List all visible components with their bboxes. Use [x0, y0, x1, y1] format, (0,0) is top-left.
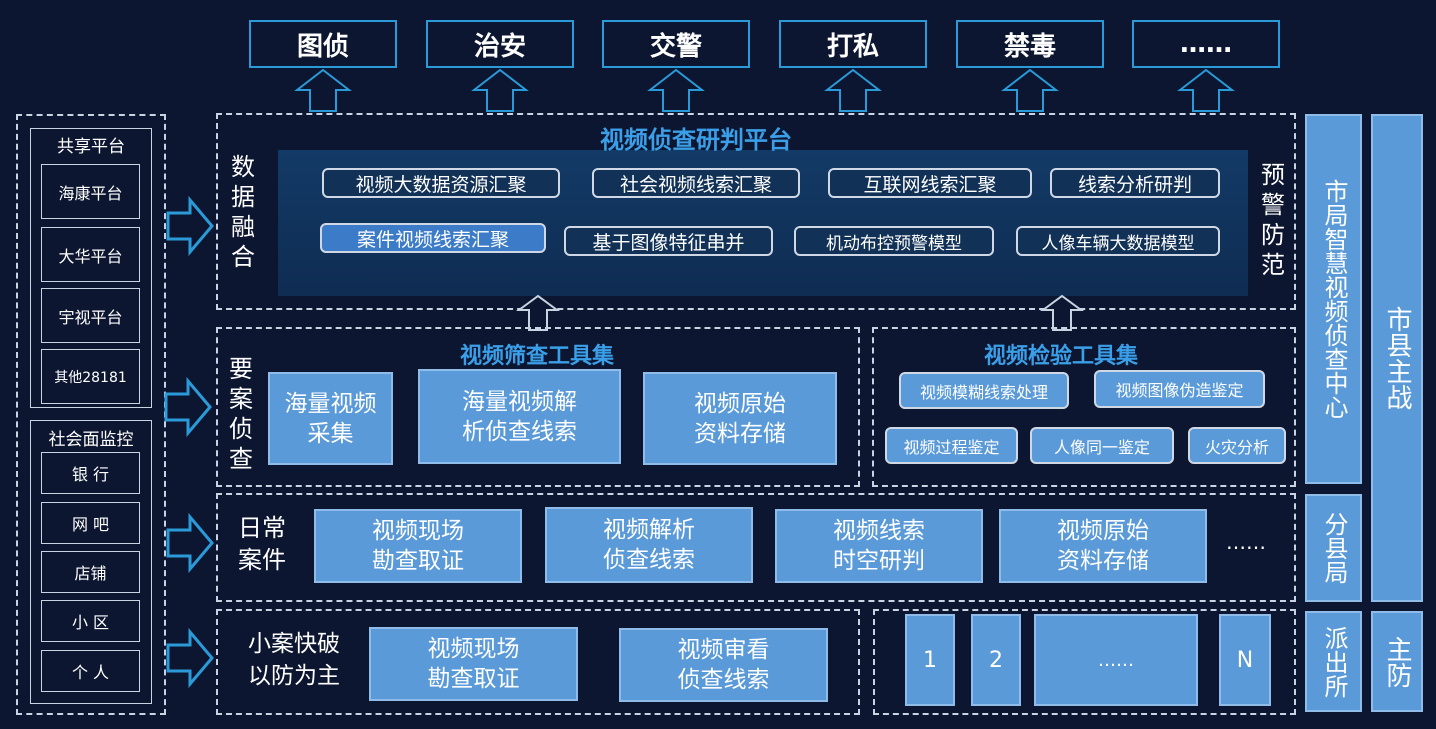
- platform-item: 互联网线索汇聚: [828, 168, 1032, 198]
- screening-tool: 海量视频解析侦查线索: [418, 369, 621, 464]
- inspection-tool: 视频过程鉴定: [885, 427, 1018, 464]
- source-hikvision: 海康平台: [41, 164, 140, 219]
- small-case-label: 小案快破 以防为主: [234, 628, 354, 692]
- main-defense-label: 主防: [1382, 635, 1412, 688]
- source-shop: 店铺: [41, 551, 140, 593]
- major-case-label: 要案侦查: [229, 355, 253, 473]
- inspection-tool: 视频图像伪造鉴定: [1094, 370, 1265, 408]
- source-community: 小 区: [41, 600, 140, 642]
- up-arrow-icon: [471, 68, 529, 112]
- small-case-item: 视频审看侦查线索: [619, 628, 828, 702]
- platform-item: 线索分析研判: [1050, 168, 1220, 198]
- source-personal: 个 人: [41, 650, 140, 692]
- inspection-tool: 视频模糊线索处理: [899, 372, 1069, 409]
- right-arrow-icon: [166, 512, 214, 574]
- inspection-frame: [872, 327, 1296, 487]
- screening-frame: [216, 327, 860, 487]
- target-jindu: 禁毒: [956, 20, 1104, 68]
- social-monitor-group: [30, 420, 152, 704]
- city-center-column: 市局智慧视频侦查中心: [1305, 114, 1362, 484]
- daily-item: 视频解析侦查线索: [545, 507, 753, 583]
- main-war-column: 市县主战: [1371, 114, 1423, 602]
- inspection-tool: 人像同一鉴定: [1030, 427, 1174, 464]
- small-case-item: 视频现场勘查取证: [369, 627, 578, 701]
- daily-case-label: 日常案件: [238, 514, 286, 574]
- inspection-title: 视频检验工具集: [984, 344, 1139, 369]
- main-war-label: 市县主战: [1382, 306, 1412, 410]
- screening-tool: 海量视频采集: [268, 372, 393, 465]
- station-more: ……: [1034, 614, 1198, 706]
- shared-platform-title: 共享平台: [57, 137, 125, 157]
- police-station-column: 派出所: [1305, 611, 1362, 712]
- up-arrow-icon: [1001, 68, 1059, 112]
- source-uniview: 宇视平台: [41, 288, 140, 343]
- source-netcafe: 网 吧: [41, 502, 140, 544]
- source-dahua: 大华平台: [41, 227, 140, 282]
- platform-up-arrows: [515, 294, 1085, 331]
- target-more: ……: [1132, 20, 1280, 68]
- target-jiaojing: 交警: [602, 20, 750, 68]
- small-case-label-line2: 以防为主: [248, 663, 340, 689]
- shared-platform-group: [30, 128, 152, 408]
- up-arrow-icon: [294, 68, 352, 112]
- platform-item: 机动布控预警模型: [794, 226, 994, 256]
- county-column: 分县局: [1305, 494, 1362, 602]
- up-arrow-icon: [1177, 68, 1235, 112]
- right-arrows: [164, 195, 214, 689]
- platform-title: 视频侦查研判平台: [600, 126, 792, 154]
- social-monitor-title: 社会面监控: [48, 430, 134, 450]
- county-label: 分县局: [1320, 512, 1348, 584]
- platform-item: 视频大数据资源汇聚: [322, 168, 560, 198]
- data-fusion-label: 数据融合: [231, 153, 255, 271]
- source-gb28181: 其他28181: [41, 349, 140, 404]
- up-arrows: [294, 68, 1235, 112]
- target-zhian: 治安: [426, 20, 574, 68]
- up-arrow-icon: [647, 68, 705, 112]
- small-case-frame: [216, 609, 860, 715]
- daily-item: 视频原始资料存储: [999, 509, 1207, 583]
- small-case-label-line1: 小案快破: [248, 631, 340, 657]
- city-center-label: 市局智慧视频侦查中心: [1320, 179, 1348, 419]
- right-arrow-icon: [166, 195, 214, 257]
- station-n: N: [1219, 614, 1271, 706]
- daily-item: 视频线索时空研判: [775, 509, 983, 583]
- daily-more: ……: [1226, 530, 1266, 554]
- early-warning-label: 预警防范: [1261, 161, 1285, 279]
- daily-frame: [216, 493, 1296, 602]
- platform-item: 案件视频线索汇聚: [320, 223, 546, 253]
- screening-tool: 视频原始资料存储: [643, 372, 837, 465]
- stations-frame: [873, 609, 1296, 715]
- source-bank: 银 行: [41, 452, 140, 494]
- station-1: 1: [905, 614, 955, 706]
- right-arrow-icon: [164, 376, 212, 438]
- target-dasi: 打私: [779, 20, 927, 68]
- inspection-tool: 火灾分析: [1188, 427, 1286, 464]
- main-defense-column: 主防: [1371, 611, 1423, 712]
- up-arrow-icon: [824, 68, 882, 112]
- police-station-label: 派出所: [1320, 625, 1348, 698]
- target-tuzhen: 图侦: [249, 20, 397, 68]
- up-arrow-icon: [1039, 294, 1085, 331]
- platform-item: 社会视频线索汇聚: [592, 168, 800, 198]
- station-2: 2: [971, 614, 1021, 706]
- up-arrow-icon: [515, 294, 561, 331]
- right-arrow-icon: [166, 627, 214, 689]
- platform-item: 基于图像特征串并: [564, 226, 773, 256]
- daily-item: 视频现场勘查取证: [314, 509, 522, 583]
- platform-frame: [216, 113, 1296, 310]
- platform-item: 人像车辆大数据模型: [1016, 226, 1220, 256]
- screening-title: 视频筛查工具集: [460, 344, 615, 369]
